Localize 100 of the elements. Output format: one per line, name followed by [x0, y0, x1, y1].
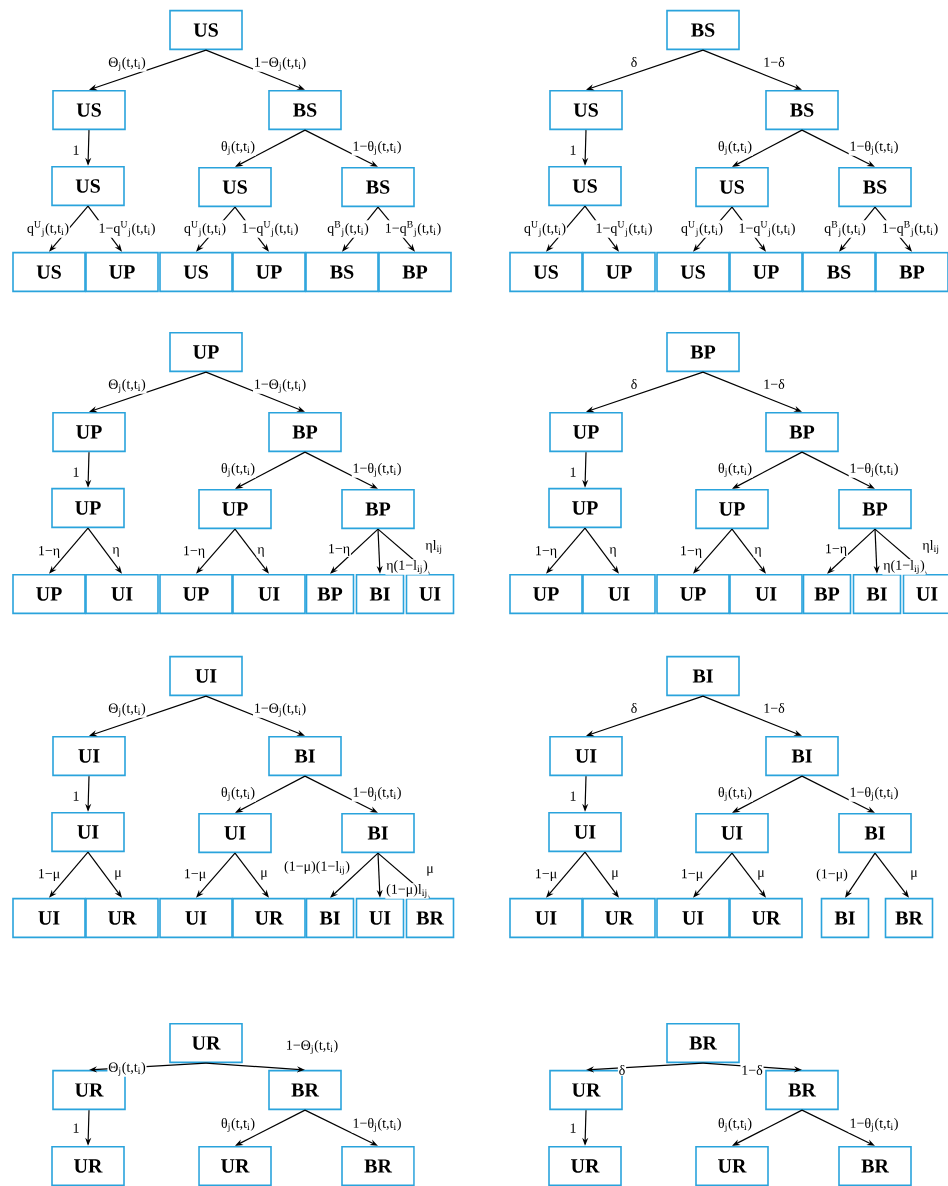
arrow	[801, 129, 875, 167]
state-box: BR	[838, 1145, 912, 1186]
state-box: UI	[159, 897, 233, 939]
state-box: BP	[802, 573, 852, 615]
state-box: BS	[268, 89, 342, 131]
edge-label: 1−Θ$_{j}$(t,t$_{i}$)	[253, 702, 307, 718]
edge-label: (1−μ)	[815, 867, 849, 883]
arrow	[330, 852, 379, 898]
edge-label: 1−δ	[762, 702, 786, 714]
edge-label: 1	[568, 466, 578, 478]
edge-label: θ$_{j}$(t,t$_{i}$)	[717, 140, 753, 156]
arrow	[196, 852, 236, 898]
edge-label: q$^{U}$$_{j}$(t,t$_{i}$)	[26, 220, 70, 238]
edge-label: δ	[629, 378, 639, 390]
edge-label: q$^{U}$$_{j}$(t,t$_{i}$)	[183, 220, 227, 238]
edge-label: Θ$_{j}$(t,t$_{i}$)	[107, 702, 147, 718]
edge-label: 1	[568, 144, 578, 156]
edge-label: μ	[610, 869, 620, 881]
arrow	[205, 49, 305, 90]
edge-label: 1−η	[182, 545, 206, 559]
edge-label: 1−η	[327, 543, 351, 557]
edge-label: 1−θ$_{j}$(t,t$_{i}$)	[848, 462, 900, 478]
edge-label: θ$_{j}$(t,t$_{i}$)	[717, 1117, 753, 1133]
edge-label: θ$_{j}$(t,t$_{i}$)	[717, 462, 753, 478]
state-box: US	[509, 251, 583, 293]
edge-label: η	[256, 546, 266, 558]
arrow	[801, 1109, 875, 1146]
state-box: UR	[169, 1022, 243, 1064]
state-box: BI	[268, 735, 342, 777]
state-box: BS	[341, 166, 415, 208]
edge-label: 1−η	[824, 543, 848, 557]
state-box: BR	[765, 1069, 839, 1111]
edge-label: η	[753, 546, 763, 558]
state-box: US	[198, 166, 272, 208]
state-box: UI	[695, 812, 769, 854]
state-box: UI	[582, 573, 656, 615]
edge-label: 1−q$^{B}$$_{j}$(t,t$_{i}$)	[880, 220, 940, 238]
arrow	[234, 852, 269, 898]
edge-label: 1−Θ$_{j}$(t,t$_{i}$)	[285, 1039, 339, 1055]
edge-label: Θ$_{j}$(t,t$_{i}$)	[107, 378, 147, 394]
state-box: BP	[765, 411, 839, 453]
state-box: BS	[305, 251, 379, 293]
state-box: UI	[232, 573, 306, 615]
edge-label: 1−θ$_{j}$(t,t$_{i}$)	[351, 1117, 403, 1133]
arrow	[731, 528, 766, 574]
edge-label: 1−θ$_{j}$(t,t$_{i}$)	[351, 140, 403, 156]
arrow	[732, 451, 803, 489]
state-box: BR	[341, 1145, 415, 1186]
state-box: UI	[85, 573, 159, 615]
state-box: UP	[549, 411, 623, 453]
edge-label: q$^{B}$$_{j}$(t,t$_{i}$)	[823, 220, 867, 238]
state-box: BP	[305, 573, 355, 615]
edge-label: 1	[568, 790, 578, 802]
edge-label: 1−q$^{B}$$_{j}$(t,t$_{i}$)	[383, 220, 443, 238]
state-box: BI	[341, 812, 415, 854]
state-box: BI	[838, 812, 912, 854]
state-box: UP	[12, 573, 86, 615]
edge-label: q$^{U}$$_{j}$(t,t$_{i}$)	[523, 220, 567, 238]
edge-label: η	[111, 546, 121, 558]
arrow	[693, 528, 733, 574]
state-box: BS	[838, 166, 912, 208]
edge-label: δ	[629, 702, 639, 714]
edge-label: μ	[259, 869, 269, 881]
arrow	[87, 527, 122, 574]
edge-label: (1−μ)(1−l$_{ij}$)	[283, 860, 351, 876]
edge-label: 1−Θ$_{j}$(t,t$_{i}$)	[253, 56, 307, 72]
arrow	[546, 205, 586, 252]
arrow	[546, 527, 586, 574]
edge-label: 1−μ	[534, 868, 558, 882]
edge-label: μ	[425, 865, 435, 877]
edge-label: 1−q$^{U}$$_{j}$(t,t$_{i}$)	[737, 220, 797, 238]
state-box: BP	[838, 488, 912, 530]
edge-label: 1	[71, 466, 81, 478]
state-box: UP	[729, 251, 803, 293]
state-box: BI	[820, 897, 870, 939]
state-box: UR	[198, 1145, 272, 1186]
edge-label: 1−δ	[762, 378, 786, 390]
arrow	[205, 371, 305, 412]
state-box: BS	[802, 251, 876, 293]
edge-label: 1	[71, 790, 81, 802]
edge-label: 1−η	[679, 545, 703, 559]
edge-label: 1−q$^{U}$$_{j}$(t,t$_{i}$)	[97, 220, 157, 238]
state-box: UI	[548, 811, 622, 853]
edge-label: 1	[568, 1122, 578, 1134]
edge-label: 1−μ	[183, 868, 207, 882]
edge-label: θ$_{j}$(t,t$_{i}$)	[220, 140, 256, 156]
state-box: BI	[305, 897, 355, 939]
edge-label: 1−δ	[762, 56, 786, 68]
state-box: UI	[549, 735, 623, 777]
arrow	[235, 129, 306, 167]
state-box: UP	[548, 487, 622, 529]
state-box: UR	[582, 897, 656, 939]
edge-label: η(1−l$_{ij}$)	[882, 559, 926, 575]
state-box: UP	[169, 331, 243, 373]
edge-label: Θ$_{j}$(t,t$_{i}$)	[107, 56, 147, 72]
state-box: US	[12, 251, 86, 293]
edge-label: θ$_{j}$(t,t$_{i}$)	[220, 1117, 256, 1133]
state-box: US	[169, 9, 243, 51]
edge-label: 1	[71, 144, 81, 156]
arrow	[304, 451, 378, 489]
